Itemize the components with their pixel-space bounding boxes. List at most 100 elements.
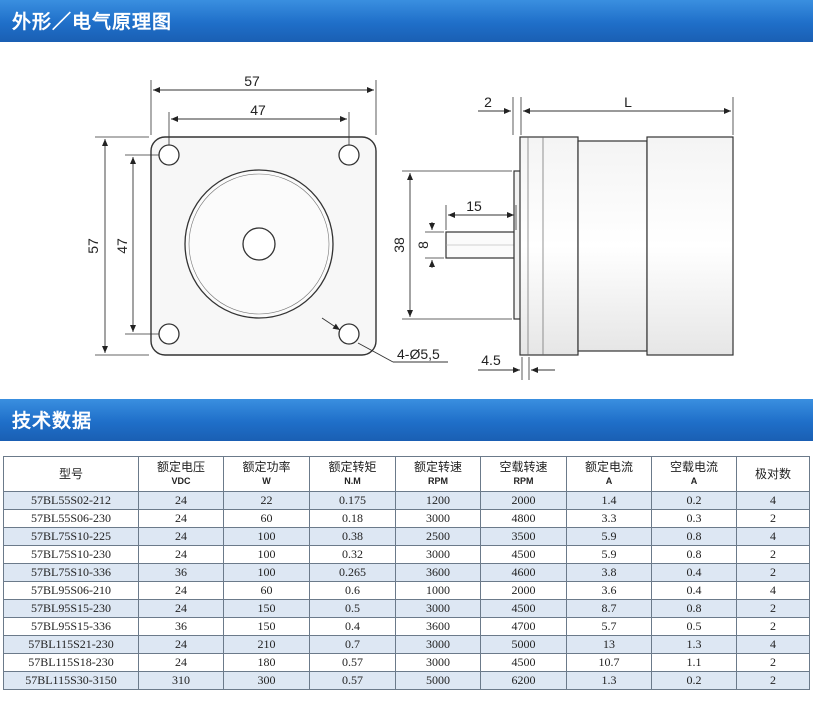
table-cell: 210 — [223, 635, 310, 654]
dim-57-top: 57 — [244, 73, 260, 89]
table-cell: 3000 — [395, 635, 481, 654]
table-cell: 24 — [138, 527, 224, 546]
table-cell: 6200 — [480, 671, 567, 690]
table-cell: 0.8 — [651, 545, 737, 564]
table-cell: 5000 — [480, 635, 567, 654]
table-cell: 4 — [736, 581, 810, 600]
table-cell: 4600 — [480, 563, 567, 582]
table-cell: 57BL115S30-3150 — [3, 671, 139, 690]
table-cell: 1.3 — [566, 671, 652, 690]
table-cell: 3000 — [395, 599, 481, 618]
dim-57-left: 57 — [85, 238, 101, 254]
table-cell: 24 — [138, 509, 224, 528]
table-cell: 0.2 — [651, 491, 737, 510]
table-cell: 100 — [223, 527, 310, 546]
table-cell: 36 — [138, 563, 224, 582]
table-cell: 4 — [736, 491, 810, 510]
table-cell: 4800 — [480, 509, 567, 528]
motor-drawing: 57 47 57 47 4-Ø5,5 2 L 15 8 — [85, 73, 734, 380]
col-pole-pairs: 极对数 — [736, 456, 810, 492]
table-cell: 1.3 — [651, 635, 737, 654]
table-cell: 0.32 — [309, 545, 396, 564]
table-cell: 0.265 — [309, 563, 396, 582]
table-cell: 4500 — [480, 653, 567, 672]
table-cell: 0.3 — [651, 509, 737, 528]
table-cell: 2 — [736, 671, 810, 690]
table-cell: 57BL55S02-212 — [3, 491, 139, 510]
dim-hole-label: 4-Ø5,5 — [397, 346, 440, 362]
table-cell: 24 — [138, 581, 224, 600]
table-cell: 5.9 — [566, 527, 652, 546]
table-cell: 0.7 — [309, 635, 396, 654]
table-cell: 57BL75S10-225 — [3, 527, 139, 546]
table-cell: 5000 — [395, 671, 481, 690]
dim-4-5: 4.5 — [481, 352, 501, 368]
side-dimensions: 2 L 15 8 38 4.5 — [391, 94, 734, 380]
table-cell: 2000 — [480, 491, 567, 510]
table-cell: 2500 — [395, 527, 481, 546]
table-cell: 2000 — [480, 581, 567, 600]
table-cell: 57BL75S10-230 — [3, 545, 139, 564]
table-cell: 4 — [736, 527, 810, 546]
table-cell: 3.3 — [566, 509, 652, 528]
table-cell: 10.7 — [566, 653, 652, 672]
table-cell: 100 — [223, 563, 310, 582]
table-cell: 24 — [138, 653, 224, 672]
table-cell: 310 — [138, 671, 224, 690]
table-cell: 300 — [223, 671, 310, 690]
table-cell: 0.175 — [309, 491, 396, 510]
table-cell: 57BL95S15-336 — [3, 617, 139, 636]
table-cell: 1000 — [395, 581, 481, 600]
table-cell: 2 — [736, 563, 810, 582]
table-cell: 3600 — [395, 617, 481, 636]
table-cell: 180 — [223, 653, 310, 672]
table-cell: 0.4 — [651, 563, 737, 582]
dim-8: 8 — [415, 241, 431, 249]
table-cell: 8.7 — [566, 599, 652, 618]
table-cell: 3000 — [395, 653, 481, 672]
table-cell: 57BL115S21-230 — [3, 635, 139, 654]
table-cell: 3600 — [395, 563, 481, 582]
table-cell: 5.7 — [566, 617, 652, 636]
table-cell: 0.2 — [651, 671, 737, 690]
table-cell: 0.8 — [651, 527, 737, 546]
section-header-specs: 技术数据 — [0, 399, 813, 441]
section-title-specs: 技术数据 — [12, 410, 93, 432]
table-cell: 60 — [223, 581, 310, 600]
table-cell: 0.6 — [309, 581, 396, 600]
table-cell: 0.18 — [309, 509, 396, 528]
table-cell: 0.38 — [309, 527, 396, 546]
table-cell: 57BL75S10-336 — [3, 563, 139, 582]
table-cell: 2 — [736, 545, 810, 564]
front-dimensions: 57 47 57 47 4-Ø5,5 — [85, 73, 448, 363]
table-cell: 57BL115S18-230 — [3, 653, 139, 672]
table-cell: 5.9 — [566, 545, 652, 564]
table-cell: 57BL55S06-230 — [3, 509, 139, 528]
table-cell: 0.8 — [651, 599, 737, 618]
dim-2: 2 — [484, 94, 492, 110]
section-title-outline: 外形／电气原理图 — [12, 11, 173, 33]
table-cell: 0.4 — [309, 617, 396, 636]
table-cell: 13 — [566, 635, 652, 654]
table-cell: 2 — [736, 509, 810, 528]
table-cell: 36 — [138, 617, 224, 636]
side-view — [445, 136, 734, 356]
col-model: 型号 — [3, 456, 139, 492]
dim-15: 15 — [466, 198, 482, 214]
table-cell: 0.57 — [309, 653, 396, 672]
table-cell: 4500 — [480, 599, 567, 618]
